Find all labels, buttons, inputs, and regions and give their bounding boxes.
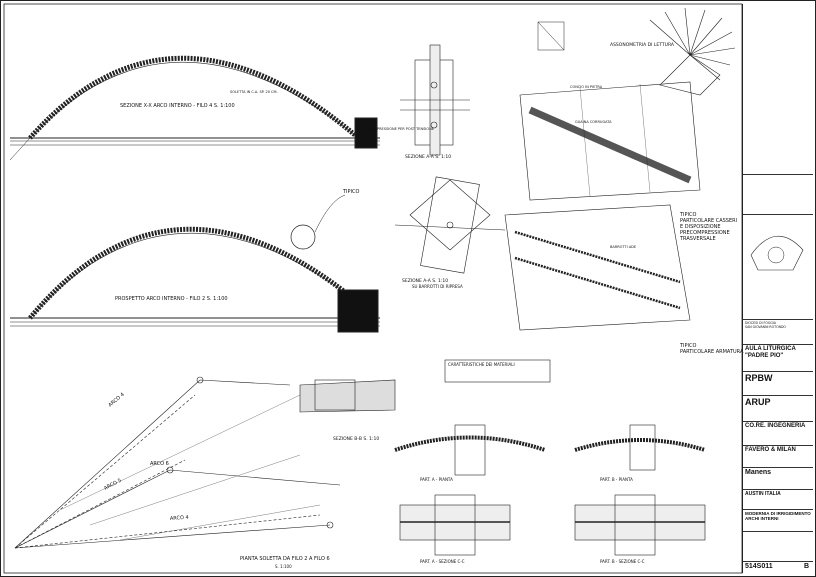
arch-prospetto-outer (28, 226, 357, 320)
section-xx-title: SEZIONE X-X ARCO INTERNO - FILO 4 S. 1:1… (120, 103, 235, 109)
arch-xx-inner (29, 62, 356, 139)
prospetto-title: PROSPETTO ARCO INTERNO - FILO 2 S. 1:100 (115, 296, 228, 302)
tb-blank (743, 174, 813, 214)
tb-firm-austin: AUSTIN ITALIA (743, 489, 813, 509)
tb-firm-manens: Manens (743, 467, 813, 489)
keyplan-icon (750, 235, 804, 271)
tb-firm-arup: ARUP (743, 395, 813, 421)
pier-xx (354, 117, 378, 149)
part-b-plan (574, 424, 706, 471)
section-aa-ripresa (394, 176, 506, 274)
bb-title: SEZIONE B-B S. 1:10 (333, 436, 379, 442)
svg-text:TRASVERSALE: TRASVERSALE (679, 236, 716, 242)
arco-label-2: ARCO 6 (150, 461, 169, 467)
tipico-label: TIPICO (342, 189, 360, 195)
svg-text:PARTICOLARE CASSERI: PARTICOLARE CASSERI (680, 218, 737, 224)
aa-title: SEZIONE A-A S. 1:10 (405, 154, 451, 160)
prospetto-arch (10, 194, 380, 333)
section-xx-arch (9, 55, 380, 161)
caratteristiche-title: CARATTERISTICHE DEI MATERIALI (448, 362, 515, 367)
tb-meta (743, 531, 813, 561)
svg-text:PRECOMPRESSIONE: PRECOMPRESSIONE (680, 230, 730, 236)
part-a-sez: PART. A - SEZIONE C-C (420, 559, 465, 564)
tb-project: AULA LITURGICA "PADRE PIO" (743, 344, 813, 371)
detail-callout-circle (290, 224, 316, 250)
svg-text:E DISPOSIZIONE: E DISPOSIZIONE (680, 224, 721, 230)
part-a-section (399, 494, 511, 556)
tb-number-row: 514S011 B (743, 561, 813, 573)
tipico-armatura (504, 204, 691, 331)
part-b-pianta: PART. B - PIANTA (600, 477, 633, 482)
tb-revision: B (803, 563, 809, 570)
tb-drawing-no: 514S011 (745, 563, 773, 570)
aa-ripresa-sub: SU BARROTTI DI RIPRESA (412, 284, 463, 289)
arco-label-4: ARCO 4 (170, 515, 189, 522)
note-barrotti: BARROTTI ADE (610, 245, 636, 249)
arco-label-1: ARCO 4 (107, 392, 125, 409)
section-bb (299, 379, 396, 413)
pianta-scale: S. 1:100 (275, 564, 292, 569)
tb-project-small: DIOCESI DI FOGGIA SAN GIOVANNI ROTONDO (743, 319, 813, 344)
caratteristiche-box (444, 359, 551, 383)
part-b-section (574, 494, 706, 556)
pier-prospetto (337, 289, 379, 333)
inner-frame (3, 3, 743, 574)
assonometria-label: ASSONOMETRIA DI LETTURA (610, 42, 675, 48)
tb-keyplan (743, 214, 813, 284)
tb-firm-core: CO.RE. INGEGNERIA (743, 421, 813, 445)
tb-firm-rpbw: RPBW (743, 371, 813, 395)
part-a-plan (394, 424, 546, 476)
note-guaina: GUAINA CORRUGATA (575, 120, 612, 124)
arco-label-3: ARCO 5 (103, 478, 122, 492)
pianta-title: PIANTA SOLETTA DA FILO 2 A FILO 6 (240, 556, 330, 562)
note-precompressione: PRECOMPRESSIONE PER POST TENSIONE (362, 127, 434, 131)
svg-text:PARTICOLARE ARMATURA: PARTICOLARE ARMATURA (680, 349, 744, 355)
casseri-title: TIPICO (679, 212, 697, 218)
tb-firm-favero: FAVERO & MILAN (743, 445, 813, 467)
armatura-title: TIPICO (679, 343, 697, 349)
pianta-soletta (14, 376, 341, 549)
aa-ripresa-title: SEZIONE A-A S. 1:10 (402, 278, 448, 284)
arch-xx-outer (28, 55, 357, 140)
part-a-pianta: PART. A - PIANTA (420, 477, 453, 482)
part-b-sez: PART. B - SEZIONE C-C (600, 559, 645, 564)
note-soletta: SOLETTA IN C.A. SP. 20 CM. (230, 90, 278, 94)
note-concio: CONCIO IN PIETRA (570, 85, 603, 89)
tipico-casseri (519, 81, 701, 201)
assonometria-fan (649, 7, 736, 96)
section-aa (400, 44, 470, 156)
tb-drawing-title: MODERNIA DI IRRIGIDIMENTO ARCHI INTERNI (743, 509, 813, 531)
part-b-small (537, 21, 565, 51)
title-block: DIOCESI DI FOGGIA SAN GIOVANNI ROTONDO A… (742, 4, 813, 573)
